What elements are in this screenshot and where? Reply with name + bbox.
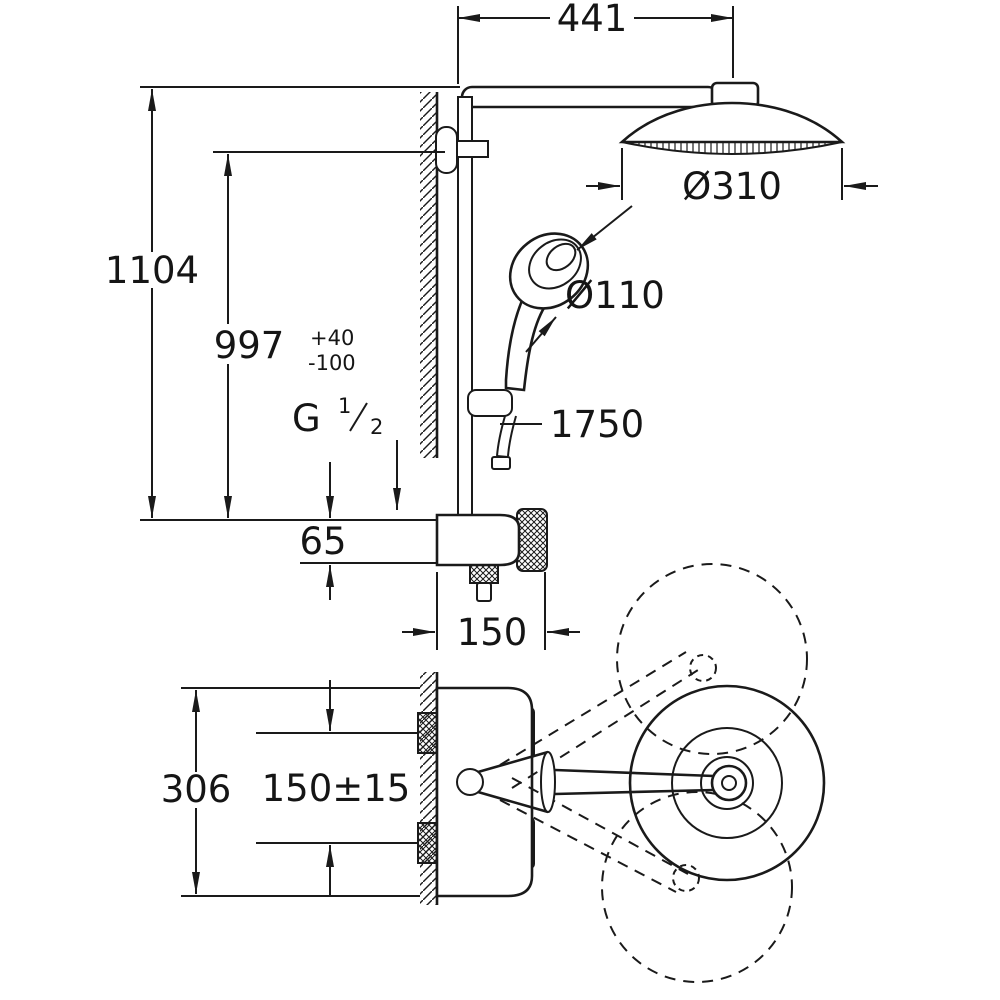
thread-numerator-label: 1 <box>338 394 351 418</box>
dim-hose-length-label: 1750 <box>550 403 644 446</box>
wall-bracket <box>435 126 489 174</box>
dimension-front-height: 306 <box>150 687 420 897</box>
hose-fitting <box>491 456 511 470</box>
outlet-cone-mouth <box>540 751 556 813</box>
dim-hand-shower-diameter-label: Ø110 <box>565 274 665 317</box>
hose-outlet <box>469 564 499 584</box>
dimension-hose-length: 1750 <box>500 403 644 446</box>
valve-body-front <box>435 686 534 898</box>
supply-connection-top <box>417 712 438 754</box>
dim-top-width-label: 441 <box>557 0 628 40</box>
dimension-hand-shower-diameter: Ø110 <box>525 205 665 353</box>
wall-hatch-upper <box>420 92 437 458</box>
wall-bracket-flange <box>435 126 458 174</box>
dimension-overall-height: 1104 <box>104 86 460 521</box>
shower-arm-and-head <box>460 81 846 155</box>
hand-shower <box>467 232 590 470</box>
dim-overall-height-label: 1104 <box>105 249 199 292</box>
head-shower-dome <box>618 101 846 144</box>
shower-hose <box>496 415 506 457</box>
thread-size-label: G 1 2 <box>292 394 401 510</box>
dim-body-height-label: 65 <box>299 520 346 563</box>
thermostat-front-view <box>417 686 535 898</box>
head-shower-face <box>621 141 843 155</box>
thread-prefix-label: G <box>292 397 321 440</box>
riser-pipe <box>457 96 473 516</box>
wall-hatch-lower <box>420 672 437 905</box>
dim-head-diameter-label: Ø310 <box>682 165 782 208</box>
swivel-position-up <box>616 563 808 755</box>
dim-riser-tol-plus: +40 <box>310 326 354 350</box>
dim-front-height-label: 306 <box>161 768 232 811</box>
dim-riser-height-label: 997 <box>214 324 285 367</box>
dim-riser-tol-minus: -100 <box>308 351 356 375</box>
dim-connection-spacing-label: 150±15 <box>262 767 411 810</box>
dimension-top-width: 441 <box>457 0 734 84</box>
dimension-valve-body-height: 65 <box>299 462 437 600</box>
supply-connection-bottom <box>417 822 438 864</box>
dimension-connection-spacing: 150±15 <box>256 680 418 896</box>
shower-arm <box>460 85 720 109</box>
hand-shower-swivel-range <box>499 563 826 983</box>
dimension-head-diameter: Ø310 <box>586 148 878 208</box>
hand-shower-handle <box>504 294 550 392</box>
thread-denominator-label: 2 <box>370 415 383 439</box>
dimension-riser-height: 997 +40 -100 <box>203 151 445 518</box>
shower-holder-arm <box>456 750 748 814</box>
thermostat-valve-side-view <box>435 508 548 602</box>
wall-section-lower <box>420 672 439 905</box>
hand-shower-holder <box>467 389 513 417</box>
knob-side <box>516 508 548 572</box>
hand-shower-front-face <box>628 684 826 882</box>
dim-body-depth-label: 150 <box>457 611 528 654</box>
dimension-valve-depth: 150 <box>402 572 580 654</box>
outlet-cone-base <box>456 768 484 796</box>
swivel-position-down <box>601 791 793 983</box>
wall-section-upper <box>420 92 439 458</box>
valve-body-side <box>435 513 521 567</box>
